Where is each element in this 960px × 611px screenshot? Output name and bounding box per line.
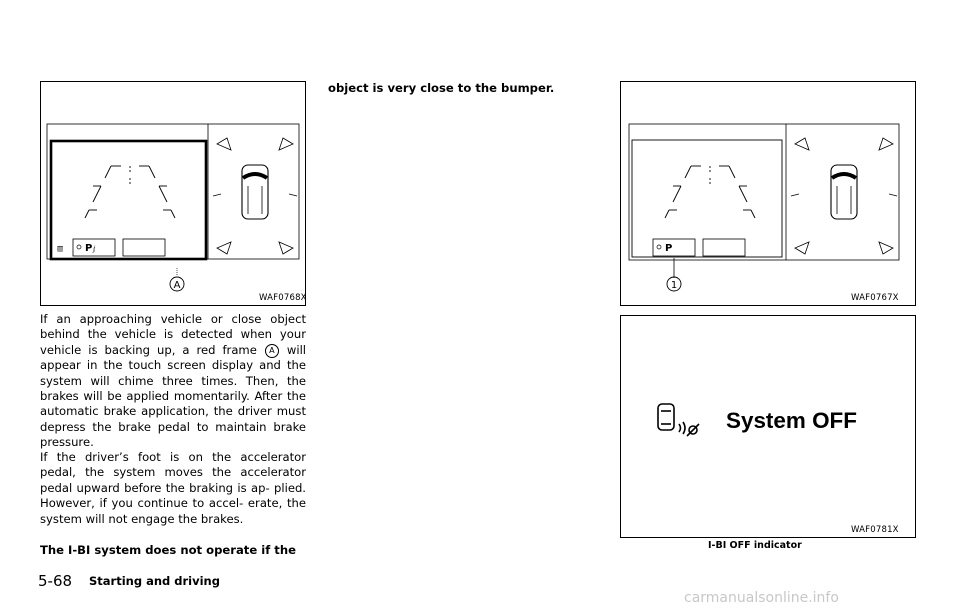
paragraph-not-operate: The I-BI system does not operate if the xyxy=(40,543,296,557)
figure-rear-camera-indicator: P 1 WAF0767X xyxy=(620,81,916,306)
callout-1: 1 xyxy=(671,280,677,291)
paragraph-not-operate-continued: object is very close to the bumper. xyxy=(328,81,555,95)
figure-caption: I-BI OFF indicator xyxy=(708,540,802,551)
section-title: Starting and driving xyxy=(89,574,220,588)
page-number: 5-68 xyxy=(38,572,73,590)
svg-text:P: P xyxy=(85,243,92,254)
red-frame-a xyxy=(49,139,208,261)
svg-text:P: P xyxy=(665,243,672,254)
figure-rear-camera-red-frame: ▤ P ⅉ A WAF0768X xyxy=(40,81,307,306)
figure-code: WAF0781X xyxy=(851,525,899,535)
figure-code: WAF0767X xyxy=(851,293,899,303)
svg-text:▤: ▤ xyxy=(56,245,64,252)
marker-a-icon: A xyxy=(264,343,279,358)
rear-view-display-illustration: ▤ P ⅉ A xyxy=(46,123,300,292)
callout-a: A xyxy=(174,280,181,291)
paragraph-red-frame: If an approaching vehicle or close objec… xyxy=(40,312,307,450)
figure-system-off: System OFF WAF0781X xyxy=(620,315,916,538)
system-off-text: System OFF xyxy=(726,408,857,433)
figure-code: WAF0768X xyxy=(259,293,307,303)
rear-view-display-illustration: P 1 xyxy=(628,123,900,292)
watermark: carmanualsonline.info xyxy=(684,590,839,606)
i-bi-off-icon xyxy=(657,403,700,437)
paragraph-accelerator: If the driver’s foot is on the accelerat… xyxy=(40,450,306,526)
svg-text:ⅉ: ⅉ xyxy=(92,245,96,253)
